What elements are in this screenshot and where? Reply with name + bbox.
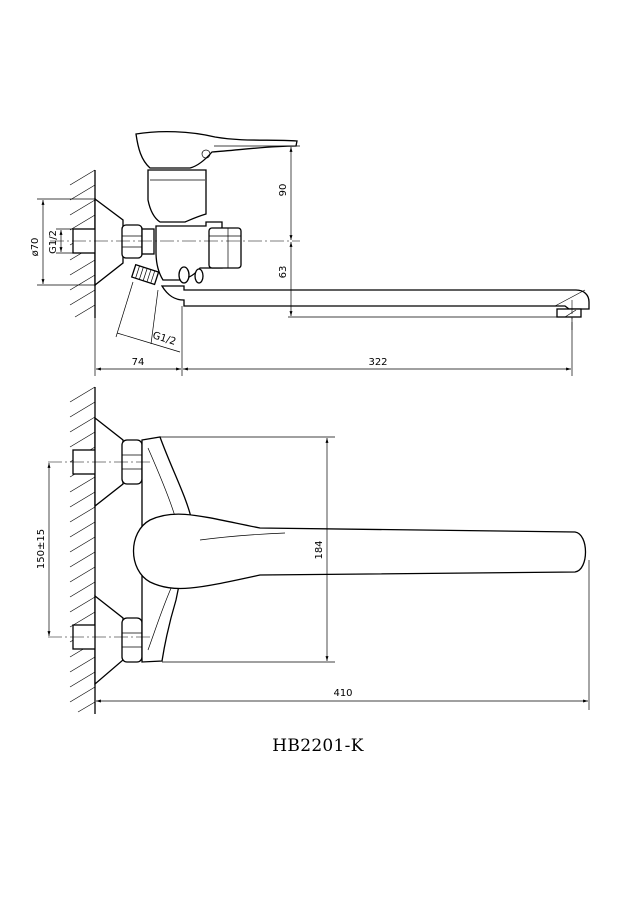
dim-63: 63	[278, 266, 289, 279]
top-view: 150±15 184 410	[36, 386, 590, 714]
handle-top	[132, 513, 587, 590]
diverter-block	[208, 227, 242, 269]
dim-74: 74	[132, 357, 145, 368]
escutcheon-cone	[94, 197, 124, 287]
port-ring-1	[178, 266, 190, 284]
model-caption: HB2201-K	[272, 736, 364, 756]
dim-diameter-70: ø70	[30, 238, 41, 257]
dim-90: 90	[278, 184, 289, 197]
side-view: ø70 G1/2 90 63 G1/2 74 322	[30, 130, 590, 376]
inlet-connector	[141, 228, 155, 255]
port-ring-2	[194, 268, 204, 284]
dim-322: 322	[368, 357, 387, 368]
dim-150: 150±15	[36, 529, 47, 569]
cartridge-housing	[147, 169, 207, 223]
dim-410: 410	[333, 688, 352, 699]
hex-nut-lower	[121, 617, 143, 663]
lever-handle	[135, 130, 298, 169]
spout	[160, 285, 590, 310]
dim-184: 184	[314, 540, 325, 559]
escutcheon-lower	[94, 594, 124, 686]
dim-g12-inlet: G1/2	[48, 230, 59, 254]
diverter-thread	[130, 263, 160, 286]
hex-nut	[121, 224, 143, 259]
dim-g12-diverter: G1/2	[151, 330, 177, 347]
aerator	[556, 308, 582, 318]
wall-hatch-bottom	[69, 386, 96, 713]
